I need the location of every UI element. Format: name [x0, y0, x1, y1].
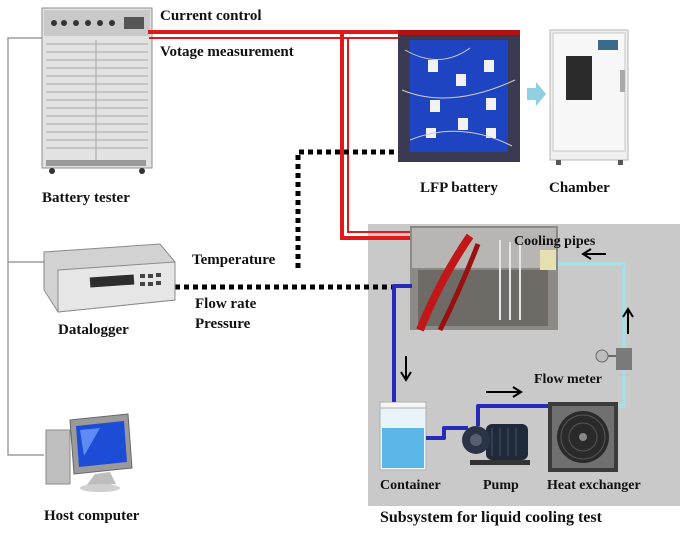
flow-meter-device	[595, 348, 632, 370]
battery-tester-device	[41, 7, 153, 174]
heat-exchanger-device	[548, 402, 618, 472]
heat-exchanger-label: Heat exchanger	[547, 478, 641, 493]
datalogger-label: Datalogger	[58, 322, 129, 338]
chamber-label: Chamber	[549, 180, 610, 196]
host-wiring	[7, 37, 44, 456]
container-device	[379, 401, 427, 471]
pump-device	[462, 424, 530, 465]
cooling-pipes-photo	[410, 226, 558, 332]
flow-rate-label: Flow rate	[195, 296, 257, 312]
pressure-label: Pressure	[195, 316, 251, 332]
host-computer-device	[45, 413, 133, 492]
subsystem-title: Subsystem for liquid cooling test	[380, 509, 602, 526]
current-control-line	[148, 30, 420, 240]
current-control-label: Current control	[160, 8, 262, 24]
cooling-pipes-label: Cooling pipes	[514, 234, 596, 249]
cold-coolant-pipe	[558, 262, 626, 408]
voltage-measurement-label: Votage measurement	[160, 44, 294, 60]
battery-tester-label: Battery tester	[42, 190, 130, 206]
hot-coolant-pipe	[392, 284, 548, 440]
host-computer-label: Host computer	[44, 508, 140, 524]
datalogger-device	[43, 243, 176, 313]
lfp-battery-photo	[398, 30, 520, 162]
lfp-battery-label: LFP battery	[420, 180, 498, 196]
signal-lines	[175, 149, 402, 290]
flow-meter-label: Flow meter	[534, 372, 603, 387]
container-label: Container	[380, 478, 441, 493]
temperature-label: Temperature	[192, 252, 276, 268]
flow-arrows	[400, 248, 634, 398]
chamber-device	[549, 29, 629, 165]
pump-label: Pump	[483, 478, 519, 493]
to-chamber-arrow	[527, 82, 546, 106]
